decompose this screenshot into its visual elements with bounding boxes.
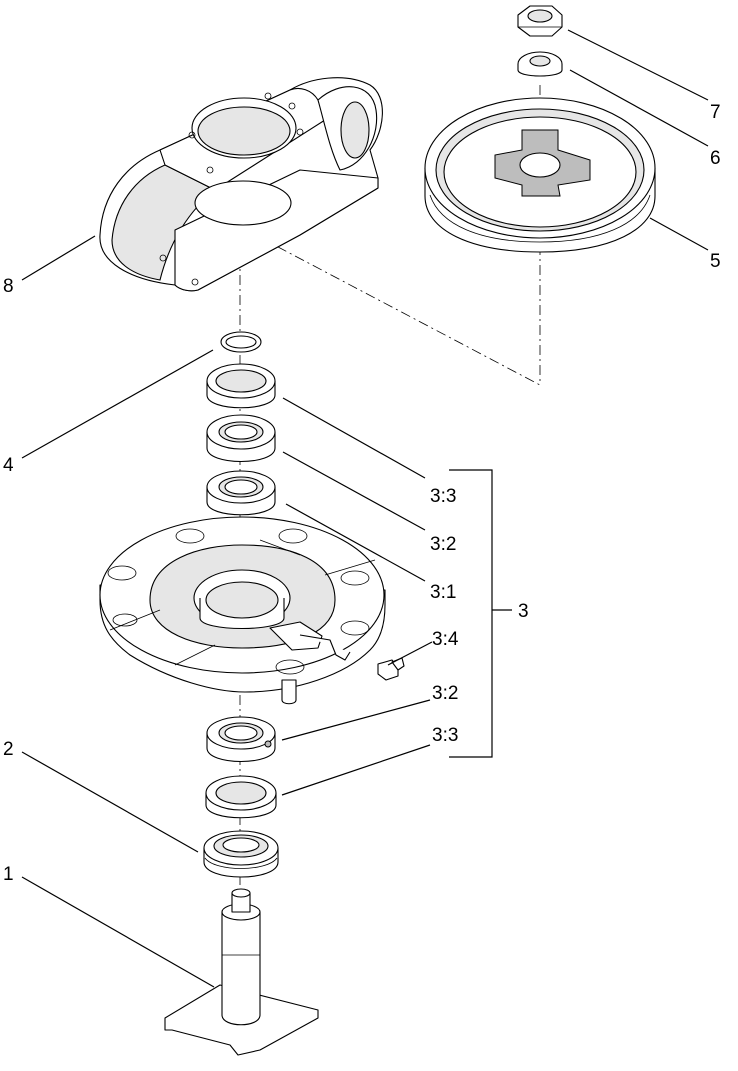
- washer: [517, 51, 563, 77]
- leader-lines: [21, 29, 709, 988]
- callout-labels: 7 6 5 8 4 3:3 3:2 3:1 3 3:4 3:2 3:3 2 1: [3, 102, 721, 885]
- seal-bottom: [205, 775, 277, 819]
- assembly-3-bracket: [449, 469, 512, 758]
- callout-7: 7: [710, 102, 721, 123]
- belt-housing: [99, 77, 383, 292]
- callout-1: 1: [3, 864, 14, 885]
- pulley: [424, 97, 656, 253]
- collar-seal: [203, 830, 279, 878]
- callout-3-4: 3:4: [432, 629, 459, 650]
- callout-3-3-bottom: 3:3: [432, 725, 458, 746]
- callout-3-3-top: 3:3: [430, 486, 456, 507]
- callout-3-1: 3:1: [430, 582, 456, 603]
- bearing-middle: [206, 470, 276, 516]
- callout-6: 6: [710, 148, 721, 169]
- callout-4: 4: [3, 455, 14, 476]
- bearing-top: [206, 414, 276, 462]
- grease-fitting: [377, 657, 405, 681]
- spindle-housing: [99, 516, 386, 705]
- retaining-ring: [220, 331, 262, 353]
- callout-8: 8: [3, 276, 14, 297]
- spindle-shaft: [164, 888, 319, 1056]
- nut: [517, 5, 563, 37]
- callout-3-2-bottom: 3:2: [432, 683, 458, 704]
- seal-top: [206, 363, 276, 409]
- callout-3: 3: [518, 601, 529, 622]
- bearing-bottom: [206, 716, 276, 762]
- callout-3-2-top: 3:2: [430, 534, 456, 555]
- callout-2: 2: [3, 739, 14, 760]
- callout-5: 5: [710, 251, 721, 272]
